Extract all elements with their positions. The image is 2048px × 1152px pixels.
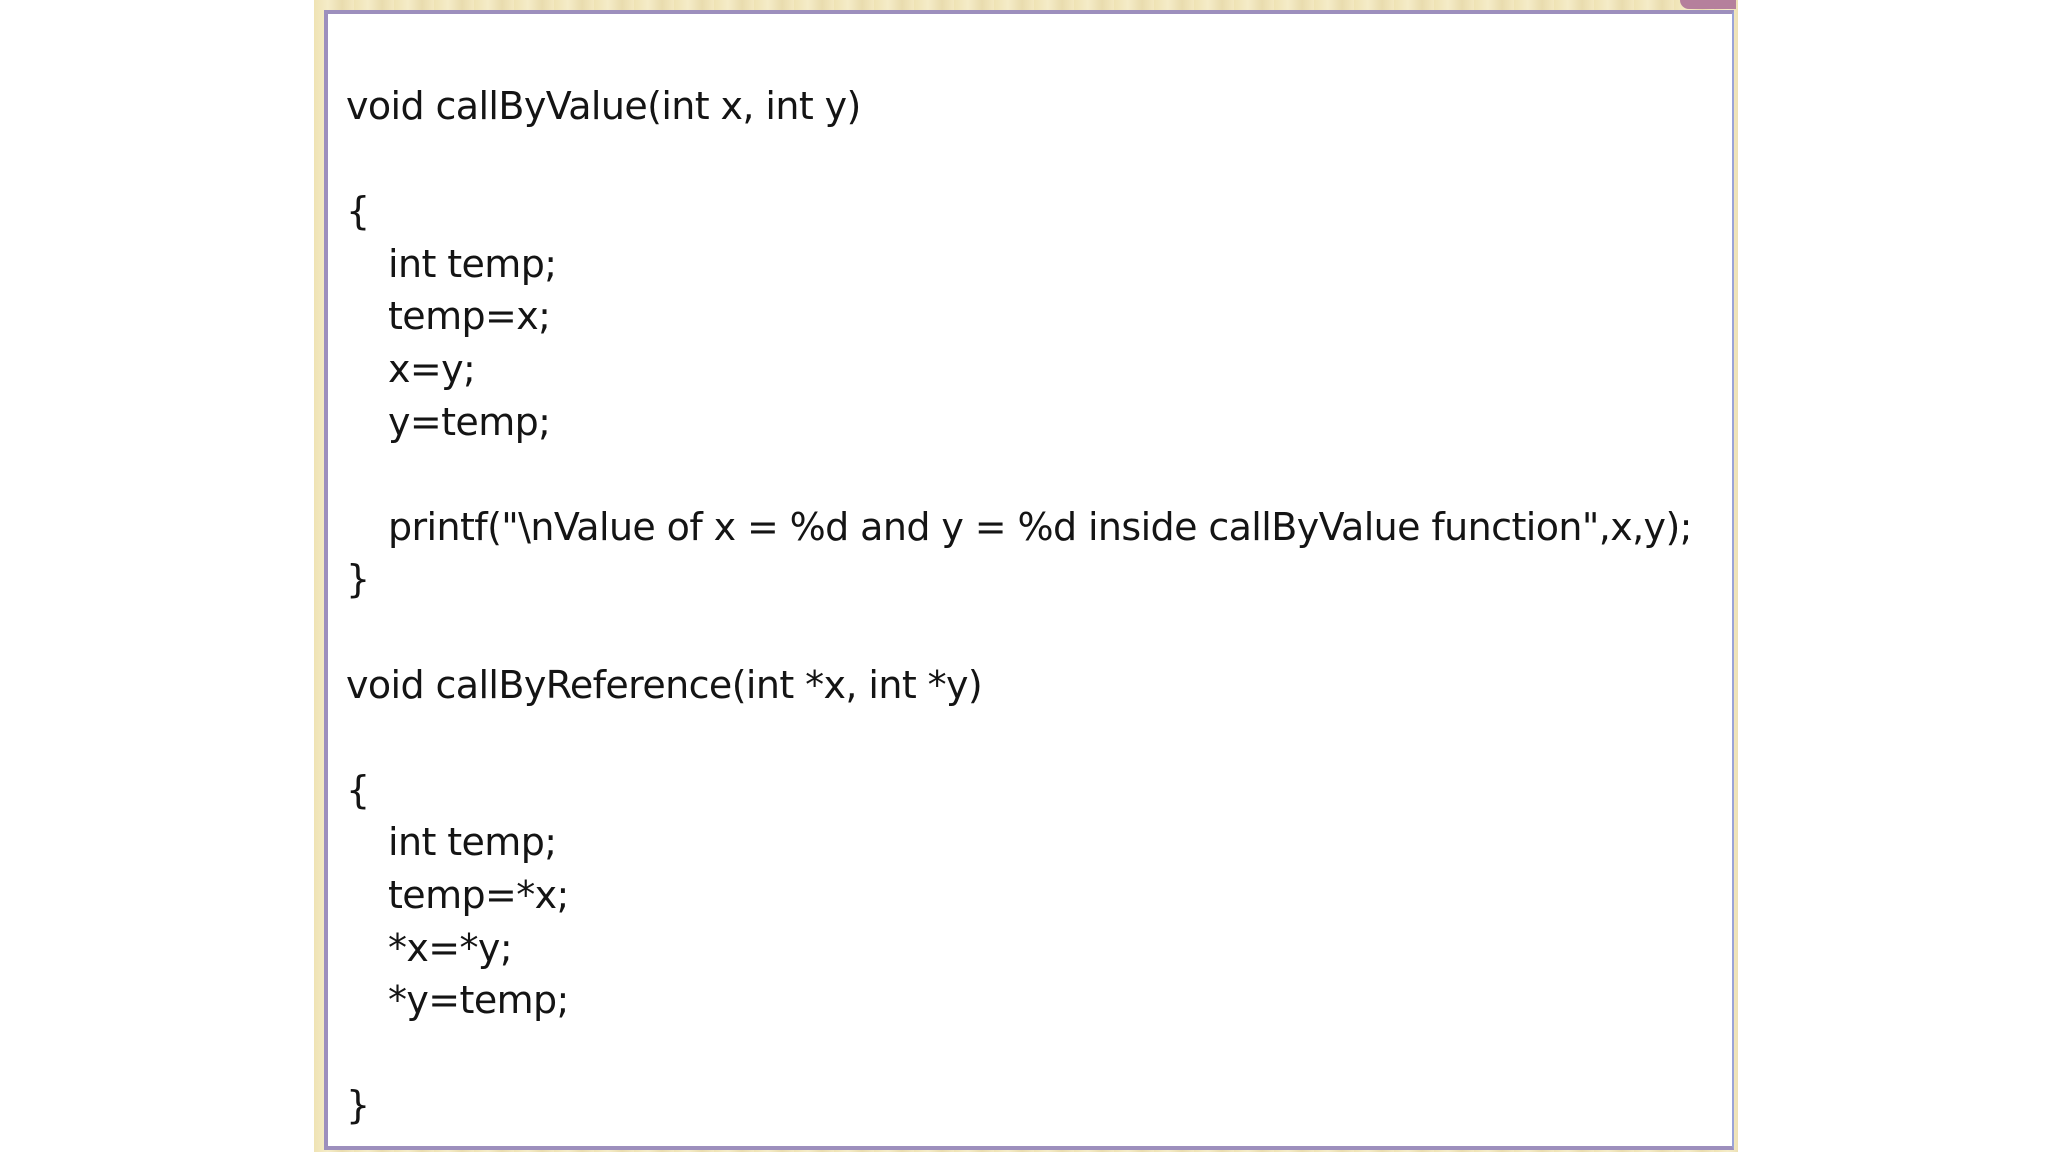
code-blank-line bbox=[346, 606, 1692, 659]
code-line: int temp; bbox=[388, 820, 557, 865]
code-blank-line bbox=[346, 133, 1692, 186]
code-blank-line bbox=[346, 711, 1692, 764]
code-blank-line bbox=[346, 448, 1692, 501]
code-block: void callByValue(int x, int y) { int temp;… bbox=[346, 80, 1692, 1132]
code-panel: void callByValue(int x, int y) { int temp;… bbox=[324, 10, 1734, 1150]
code-line: } bbox=[346, 557, 370, 602]
code-line: *y=temp; bbox=[388, 978, 569, 1023]
code-line: x=y; bbox=[388, 346, 476, 391]
code-line: { bbox=[346, 767, 370, 812]
slide-frame: void callByValue(int x, int y) { int temp;… bbox=[314, 0, 1738, 1152]
code-line: temp=x; bbox=[388, 294, 551, 339]
code-line: y=temp; bbox=[388, 399, 551, 444]
code-blank-line bbox=[346, 1027, 1692, 1080]
code-line: } bbox=[346, 1083, 370, 1128]
code-line: { bbox=[346, 189, 370, 234]
code-line: *x=*y; bbox=[388, 925, 513, 970]
code-line: temp=*x; bbox=[388, 872, 569, 917]
code-line: int temp; bbox=[388, 241, 557, 286]
code-line: void callByReference(int *x, int *y) bbox=[346, 662, 983, 707]
corner-tab-decoration bbox=[1680, 0, 1736, 9]
code-line: printf("\nValue of x = %d and y = %d ins… bbox=[388, 504, 1692, 549]
code-line: void callByValue(int x, int y) bbox=[346, 84, 861, 128]
